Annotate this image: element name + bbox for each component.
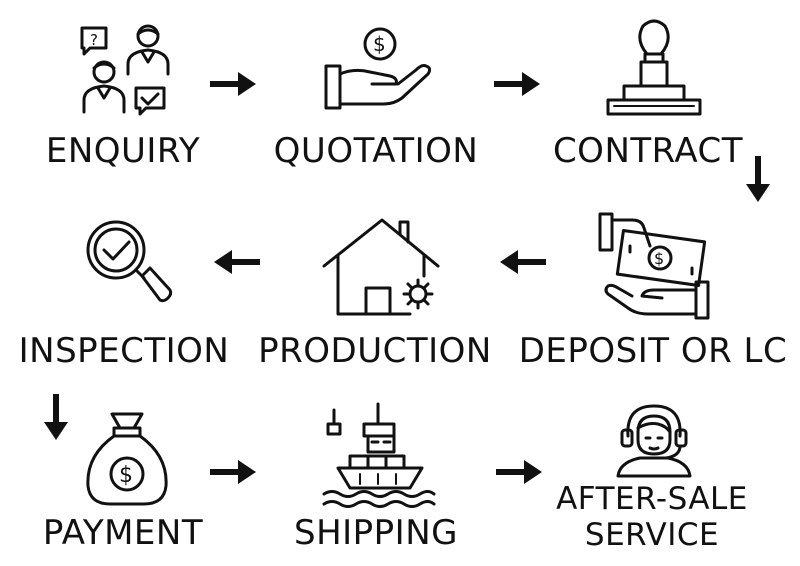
money-bag-icon: $ [84,408,170,508]
house-gear-icon [320,214,440,316]
svg-text:?: ? [90,31,98,49]
arrow-right-icon [210,70,258,98]
step-label-contract: CONTRACT [552,131,744,171]
hand-banknote-icon: $ [596,210,714,322]
arrow-right-icon [494,70,542,98]
step-label-inspection: INSPECTION [18,331,230,371]
step-label-enquiry: ENQUIRY [45,131,201,171]
stamp-icon [604,18,704,118]
magnifier-check-icon [82,218,173,304]
arrow-down-icon [744,156,772,204]
arrow-left-icon [212,248,260,276]
arrow-left-icon [498,248,546,276]
step-label-deposit: DEPOSIT OR LC [518,331,788,371]
step-label-after-sale-line1: AFTER-SALE [556,481,748,517]
step-label-quotation: QUOTATION [273,131,479,171]
step-label-after-sale-line2: SERVICE [584,517,720,553]
people-chat-icon: ? [78,22,176,116]
svg-text:$: $ [119,463,133,488]
cargo-ship-icon [320,402,438,510]
arrow-right-icon [496,458,544,486]
svg-text:$: $ [654,249,664,268]
arrow-right-icon [210,458,258,486]
headset-agent-icon [614,402,694,478]
step-label-payment: PAYMENT [42,513,204,553]
step-label-shipping: SHIPPING [294,513,458,553]
step-label-production: PRODUCTION [258,331,492,371]
svg-text:$: $ [373,32,386,56]
hand-dollar-icon: $ [322,26,434,112]
arrow-down-icon [42,394,70,442]
